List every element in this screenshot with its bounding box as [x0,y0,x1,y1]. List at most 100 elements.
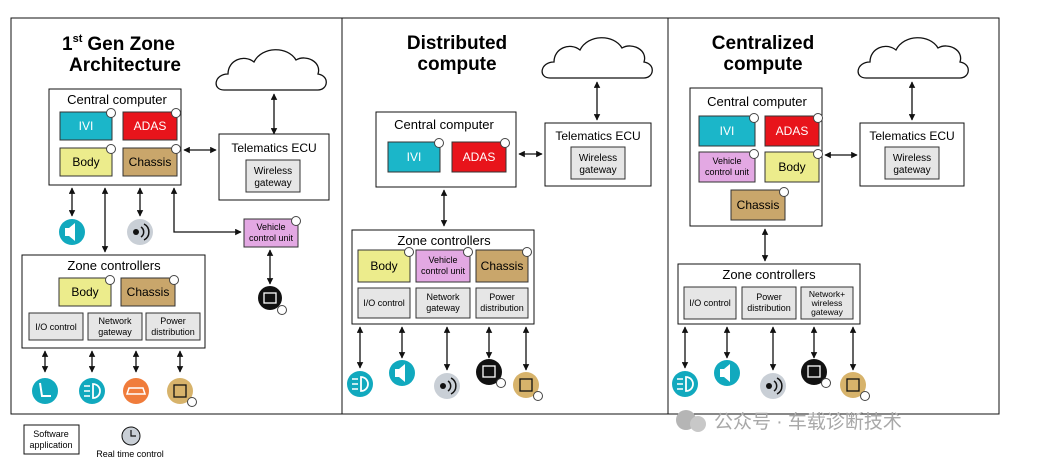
distributed-control-unit-label: control unit [421,266,466,276]
distributed-power-label: Power [489,292,515,302]
centralized-chassis-label: Chassis [737,198,780,212]
centralized-wireless-lc-label: wireless [811,298,843,308]
distributed-io-control-box [357,287,411,319]
cloud-icon [857,37,969,79]
clock-icon [291,216,301,226]
legend-software-line2: application [29,440,72,450]
centralized-vehicle-control-box [698,151,756,183]
distributed-chassis-label: Chassis [481,259,524,273]
sound-wave-icon [760,373,786,399]
zone-io-control-label: I/O control [35,322,77,332]
distributed-ivi-box [387,141,441,173]
zone-ctrl-chassis-label: Chassis [127,285,170,299]
zone-ctrl-body-box [58,277,112,307]
zone-body-label: Body [72,155,99,169]
distributed-chassis-box [475,249,529,283]
zone-power-label: Power [160,316,186,326]
zone-adas-box [122,111,178,141]
zone-power-distribution-box [145,312,201,341]
zone-control-unit-label: control unit [249,233,294,243]
headlight-icon [347,371,373,397]
distributed-zone-controllers-label: Zone controllers [397,233,491,248]
clock-icon [404,247,532,257]
centralized-zone-controllers-label: Zone controllers [722,267,816,282]
motor-icon [167,378,197,407]
distributed-wireless-gateway-box [570,146,626,180]
seat-icon [32,378,58,404]
centralized-telematics-label: Telematics ECU [869,129,954,143]
zone-chassis-box [122,147,178,177]
zone-ivi-label: IVI [79,119,94,133]
panel-borders [10,17,1000,415]
legend-software-box [23,424,80,455]
centralized-power-distribution-box [741,286,797,320]
distributed-adas-label: ADAS [463,150,496,164]
centralized-body-box [764,151,820,183]
centralized-gateway-lc-label: gateway [811,307,843,317]
headlight-icon [672,371,698,397]
speaker-icon [389,360,415,386]
distributed-wireless-label: Wireless [579,153,617,164]
distributed-network-label: Network [426,292,460,302]
zone-ctrl-chassis-box [120,277,176,307]
centralized-gateway-label: gateway [893,165,930,176]
clock-icon [106,108,181,154]
distributed-ivi-label: IVI [407,150,422,164]
centralized-adas-label: ADAS [776,124,809,138]
distributed-body-box [357,249,411,283]
zone-vehicle-link-arrow [170,187,242,236]
zone-io-control-box [28,312,84,341]
zone-network-gateway-label: gateway [98,327,132,337]
sound-wave-icon [127,219,153,245]
clock-icon [749,113,823,197]
centralized-title-line2: compute [723,54,802,75]
sound-wave-icon [434,373,460,399]
distributed-gateway-label: gateway [579,165,616,176]
car-icon [123,378,149,404]
distributed-central-computer-label: Central computer [394,117,494,132]
zone-wireless-gateway-box [245,159,301,193]
centralized-panel-border [667,17,1000,415]
legend-software-line1: Software [33,429,69,439]
cloud-icon [215,49,327,91]
distributed-distribution-label: distribution [480,303,524,313]
clock-hands [130,430,136,437]
centralized-power-label: Power [756,292,782,302]
zone-controllers-label: Zone controllers [67,258,161,273]
centralized-network-wireless-gateway-box [800,286,854,320]
centralized-io-control-box [683,286,737,320]
distributed-io-control-label: I/O control [363,298,405,308]
distributed-network-gateway-label: gateway [426,303,460,313]
headlight-icon [79,378,105,404]
centralized-title-line1: Centralized [712,33,814,54]
speaker-icon [714,360,740,386]
distributed-title-line1: Distributed [407,33,507,54]
zone-wireless-label: Wireless [254,166,292,177]
centralized-adas-box [764,115,820,147]
clock-icon [434,138,444,148]
zone-title-line2: Architecture [69,55,181,76]
zone-network-label: Network [98,316,132,326]
zone-vehicle-label: Vehicle [256,222,285,232]
zone-vehicle-control-box [243,218,299,248]
centralized-io-control-label: I/O control [689,298,731,308]
centralized-body-label: Body [778,160,805,174]
zone-bottom-arrows [41,350,184,373]
distributed-power-distribution-box [475,287,529,319]
actuator-icon [801,359,831,388]
centralized-ivi-box [698,115,756,147]
distributed-compute-panel: Distributed compute Central computer IVI… [347,33,653,401]
zone-central-computer-label: Central computer [67,92,167,107]
zone-adas-label: ADAS [134,119,167,133]
distributed-adas-box [451,141,507,173]
distributed-telematics-label: Telematics ECU [555,129,640,143]
distributed-network-gateway-box [415,287,471,319]
actuator-icon [258,286,287,315]
cloud-icon [541,37,653,79]
clock-icon [105,275,115,285]
legend: Software application Real time control [23,424,164,459]
centralized-chassis-box [730,189,786,221]
